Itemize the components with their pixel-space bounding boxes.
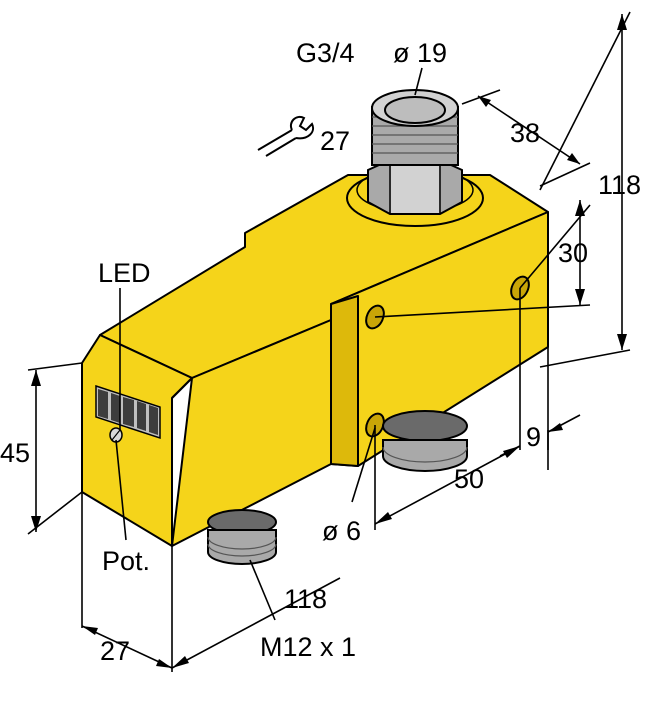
led-segment-3 [123, 397, 134, 427]
hole-diameter-label: ø 6 [322, 516, 361, 546]
height-118-label: 118 [598, 170, 641, 200]
g3-4-fitting [346, 89, 484, 227]
height-45-label: 45 [0, 438, 30, 468]
fitting-diameter-label: ø 19 [393, 38, 447, 68]
led-segment-1 [98, 389, 108, 419]
led-label: LED [98, 258, 151, 288]
fitting-bore [384, 96, 446, 124]
width-27-label: 27 [100, 636, 130, 666]
depth-38-label: 38 [510, 118, 540, 148]
led-indicator [95, 384, 161, 440]
spacing-50-label: 50 [454, 464, 484, 494]
length-118-label: 118 [284, 584, 327, 614]
potentiometer-label: Pot. [102, 546, 150, 576]
potentiometer [109, 427, 123, 443]
fitting-hex-face [391, 161, 439, 213]
dimension-labels: G3/4 ø 19 27 38 118 30 LED 45 9 50 ø 6 P… [0, 38, 641, 666]
led-segment-5 [149, 405, 158, 435]
wrench-size-label: 27 [320, 126, 350, 156]
wrench-icon [257, 116, 314, 157]
m12-connector-rear [382, 410, 468, 472]
offset-9-label: 9 [526, 422, 541, 452]
spacing-30-label: 30 [558, 238, 588, 268]
thread-size-label: G3/4 [296, 38, 355, 68]
mounting-block-edge [330, 295, 359, 467]
dimension-lines [27, 11, 631, 672]
led-segment-4 [137, 401, 146, 431]
sensor-housing [81, 174, 549, 547]
connector-thread-label: M12 x 1 [260, 632, 356, 662]
led-segment-2 [111, 393, 120, 423]
m12-connector-front [207, 509, 277, 565]
